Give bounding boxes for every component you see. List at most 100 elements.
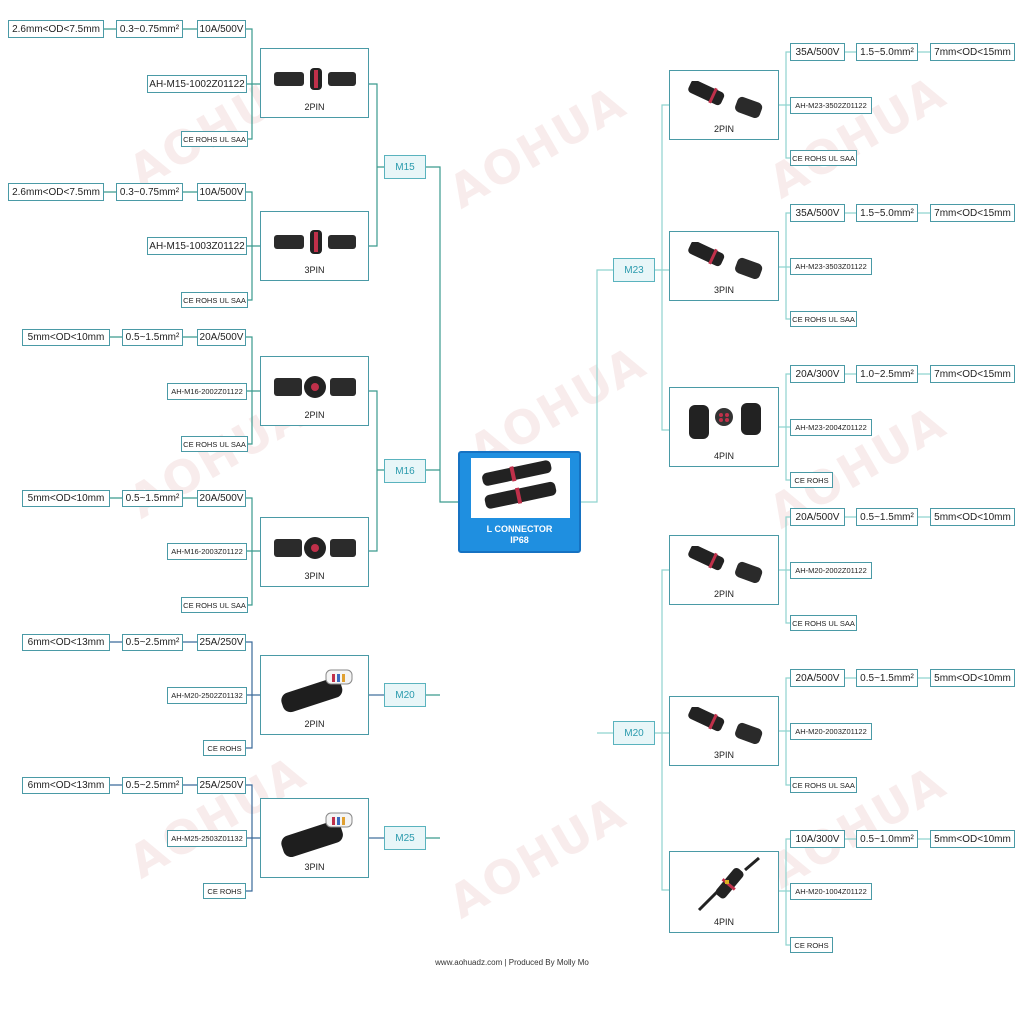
area-spec: 0.3~0.75mm² bbox=[116, 20, 183, 38]
model-number: AH-M20-2003Z01122 bbox=[790, 723, 872, 740]
pin-count: 2PIN bbox=[304, 410, 325, 420]
model-number: AH-M16-2002Z01122 bbox=[167, 383, 247, 400]
pin-count: 3PIN bbox=[304, 571, 325, 581]
certification: CE ROHS UL SAA bbox=[181, 436, 248, 452]
pin-count: 3PIN bbox=[713, 750, 734, 760]
area-spec: 1.0~2.5mm² bbox=[856, 365, 918, 383]
rating-spec: 25A/250V bbox=[197, 777, 246, 794]
product-card: 3PIN bbox=[669, 696, 779, 766]
area-spec: 0.5~2.5mm² bbox=[122, 777, 183, 794]
group-m16: M16 bbox=[384, 459, 426, 483]
certification: CE ROHS bbox=[203, 883, 246, 899]
group-m20-right: M20 bbox=[613, 721, 655, 745]
product-image bbox=[670, 544, 778, 588]
rating-spec: 10A/500V bbox=[197, 183, 246, 201]
product-image bbox=[670, 856, 778, 912]
model-number: AH-M15-1002Z01122 bbox=[147, 75, 247, 93]
product-card: 2PIN bbox=[260, 356, 369, 426]
l-connector-image bbox=[471, 458, 570, 518]
od-spec: 7mm<OD<15mm bbox=[930, 365, 1015, 383]
rating-spec: 20A/500V bbox=[197, 490, 246, 507]
od-spec: 6mm<OD<13mm bbox=[22, 634, 110, 651]
rating-spec: 20A/500V bbox=[790, 669, 845, 687]
product-card: 2PIN bbox=[260, 48, 369, 118]
area-spec: 0.5~1.5mm² bbox=[122, 490, 183, 507]
certification: CE ROHS bbox=[790, 472, 833, 488]
area-spec: 0.3~0.75mm² bbox=[116, 183, 183, 201]
pin-count: 4PIN bbox=[713, 451, 734, 461]
area-spec: 0.5~1.5mm² bbox=[856, 669, 918, 687]
group-m23: M23 bbox=[613, 258, 655, 282]
product-image bbox=[261, 220, 368, 264]
product-image bbox=[670, 79, 778, 123]
pin-count: 2PIN bbox=[713, 124, 734, 134]
rating-spec: 25A/250V bbox=[197, 634, 246, 651]
footer-credit: www.aohuadz.com | Produced By Molly Mo bbox=[435, 958, 589, 967]
product-card: 4PIN bbox=[669, 851, 779, 933]
model-number: AH-M20-2502Z01132 bbox=[167, 687, 247, 704]
product-image bbox=[670, 394, 778, 446]
od-spec: 6mm<OD<13mm bbox=[22, 777, 110, 794]
center-title: L CONNECTOR bbox=[486, 524, 553, 534]
group-m25: M25 bbox=[384, 826, 426, 850]
model-number: AH-M20-2002Z01122 bbox=[790, 562, 872, 579]
certification: CE ROHS UL SAA bbox=[790, 615, 857, 631]
product-image bbox=[261, 57, 368, 101]
od-spec: 7mm<OD<15mm bbox=[930, 43, 1015, 61]
od-spec: 5mm<OD<10mm bbox=[930, 830, 1015, 848]
rating-spec: 20A/500V bbox=[790, 508, 845, 526]
product-card: 2PIN bbox=[260, 655, 369, 735]
rating-spec: 10A/500V bbox=[197, 20, 246, 38]
model-number: AH-M23-3503Z01122 bbox=[790, 258, 872, 275]
group-m15: M15 bbox=[384, 155, 426, 179]
product-image bbox=[261, 526, 368, 570]
product-image bbox=[670, 240, 778, 284]
certification: CE ROHS UL SAA bbox=[790, 777, 857, 793]
certification: CE ROHS UL SAA bbox=[181, 131, 248, 147]
model-number: AH-M23-2004Z01122 bbox=[790, 419, 872, 436]
product-card: 3PIN bbox=[260, 517, 369, 587]
product-image bbox=[261, 365, 368, 409]
model-number: AH-M20-1004Z01122 bbox=[790, 883, 872, 900]
od-spec: 5mm<OD<10mm bbox=[930, 669, 1015, 687]
area-spec: 0.5~1.5mm² bbox=[122, 329, 183, 346]
area-spec: 1.5~5.0mm² bbox=[856, 204, 918, 222]
product-image bbox=[261, 662, 368, 716]
pin-count: 3PIN bbox=[304, 862, 325, 872]
rating-spec: 20A/500V bbox=[197, 329, 246, 346]
area-spec: 0.5~1.5mm² bbox=[856, 508, 918, 526]
od-spec: 7mm<OD<15mm bbox=[930, 204, 1015, 222]
product-image bbox=[670, 705, 778, 749]
rating-spec: 20A/300V bbox=[790, 365, 845, 383]
certification: CE ROHS UL SAA bbox=[181, 292, 248, 308]
od-spec: 2.6mm<OD<7.5mm bbox=[8, 20, 104, 38]
pin-count: 3PIN bbox=[713, 285, 734, 295]
certification: CE ROHS UL SAA bbox=[181, 597, 248, 613]
center-subtitle: IP68 bbox=[510, 535, 529, 545]
od-spec: 5mm<OD<10mm bbox=[22, 490, 110, 507]
product-card: 4PIN bbox=[669, 387, 779, 467]
product-card: 2PIN bbox=[669, 70, 779, 140]
pin-count: 2PIN bbox=[304, 102, 325, 112]
rating-spec: 35A/500V bbox=[790, 43, 845, 61]
product-image bbox=[261, 805, 368, 859]
od-spec: 5mm<OD<10mm bbox=[22, 329, 110, 346]
group-m20-left: M20 bbox=[384, 683, 426, 707]
certification: CE ROHS bbox=[790, 937, 833, 953]
center-node: L CONNECTOR IP68 bbox=[458, 451, 581, 553]
model-number: AH-M15-1003Z01122 bbox=[147, 237, 247, 255]
pin-count: 3PIN bbox=[304, 265, 325, 275]
pin-count: 4PIN bbox=[713, 917, 734, 927]
rating-spec: 35A/500V bbox=[790, 204, 845, 222]
rating-spec: 10A/300V bbox=[790, 830, 845, 848]
area-spec: 0.5~1.0mm² bbox=[856, 830, 918, 848]
area-spec: 1.5~5.0mm² bbox=[856, 43, 918, 61]
certification: CE ROHS bbox=[203, 740, 246, 756]
pin-count: 2PIN bbox=[304, 719, 325, 729]
model-number: AH-M25-2503Z01132 bbox=[167, 830, 247, 847]
model-number: AH-M16-2003Z01122 bbox=[167, 543, 247, 560]
certification: CE ROHS UL SAA bbox=[790, 311, 857, 327]
product-card: 3PIN bbox=[669, 231, 779, 301]
od-spec: 5mm<OD<10mm bbox=[930, 508, 1015, 526]
